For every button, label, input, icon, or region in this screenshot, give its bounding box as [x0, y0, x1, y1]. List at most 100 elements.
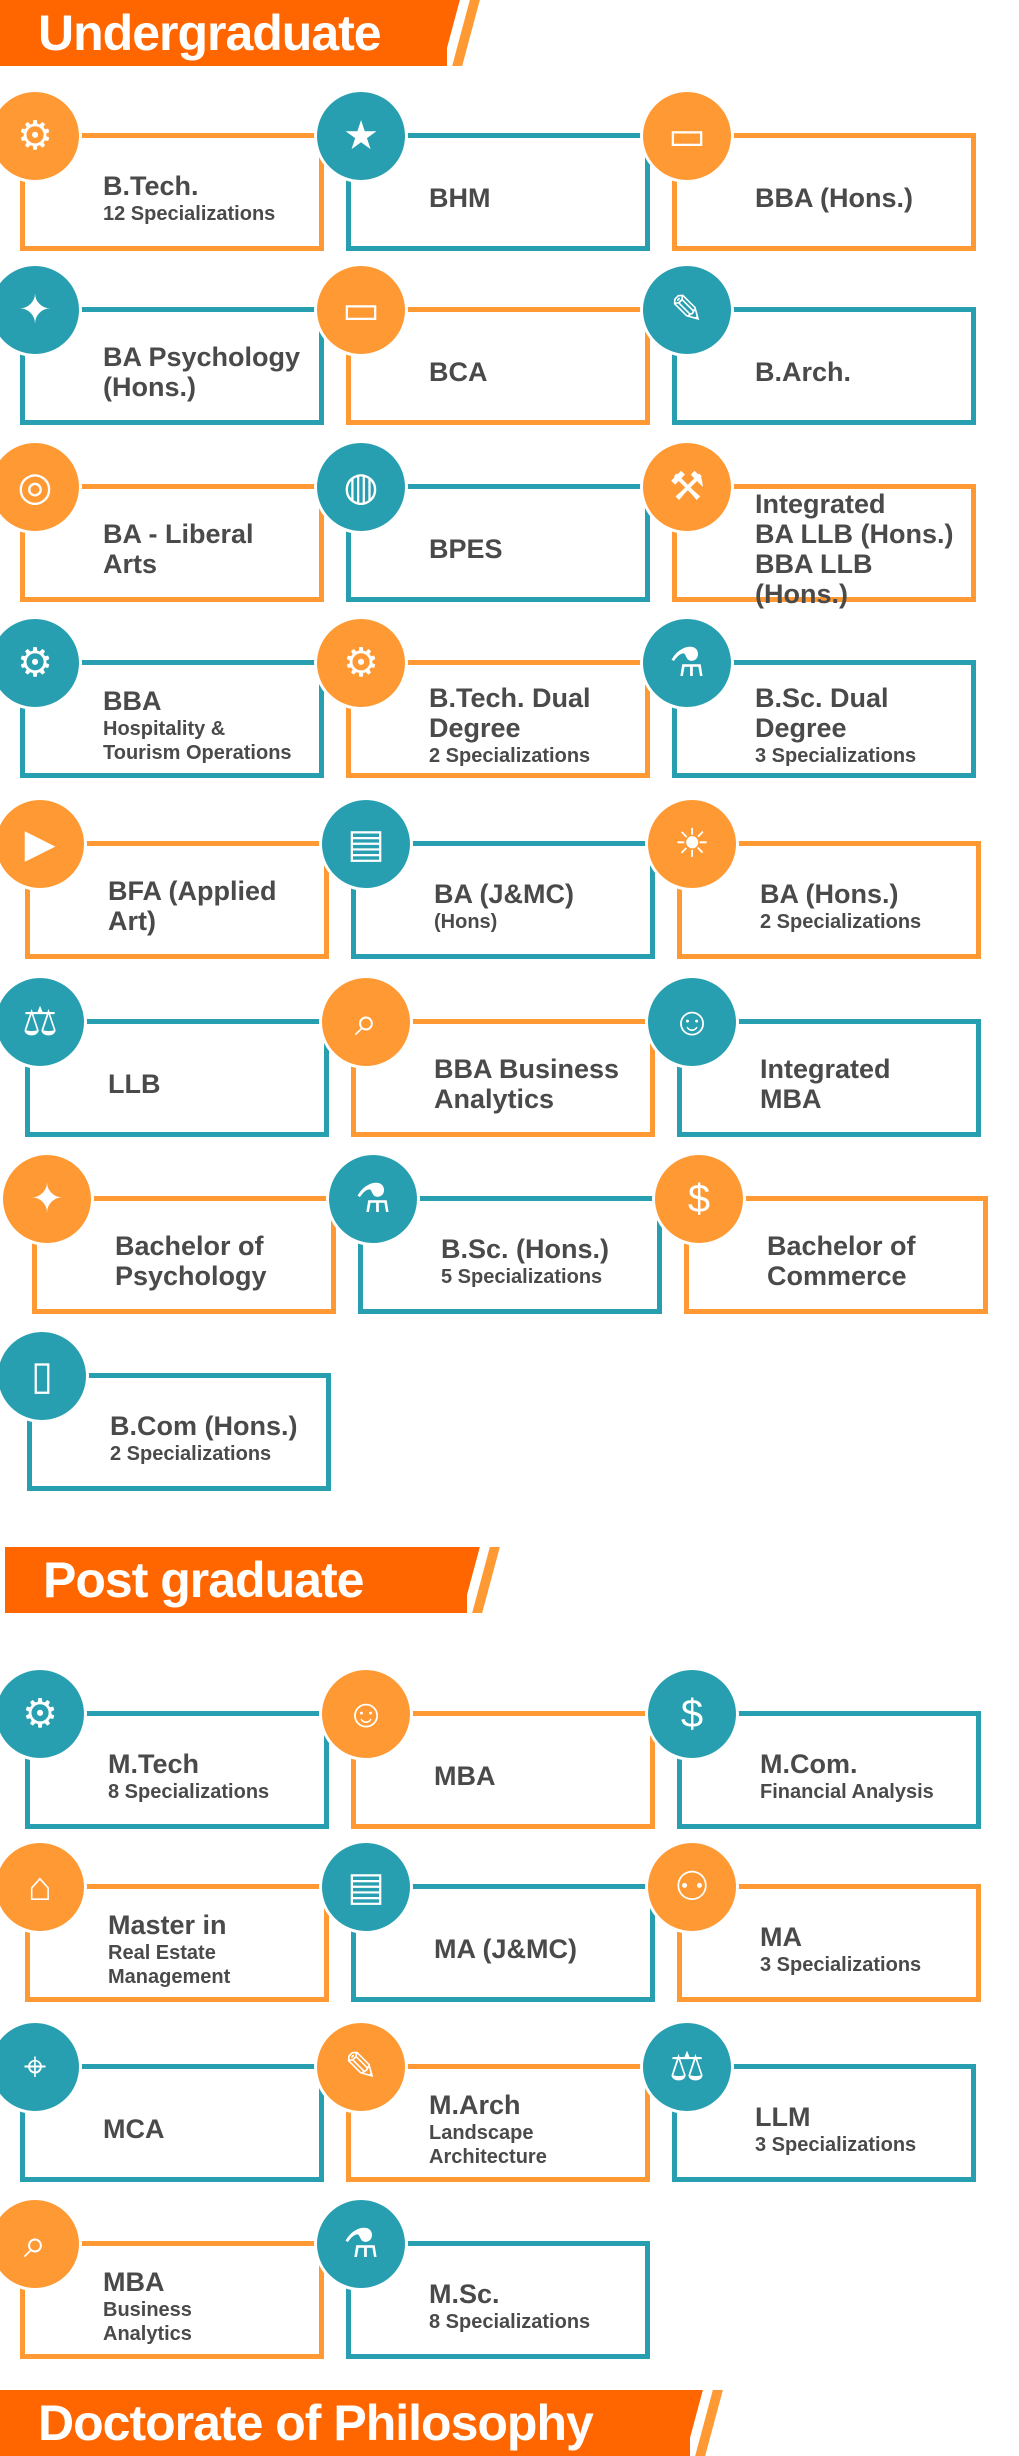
video-camera-icon: ▶ — [0, 797, 87, 891]
program-title: MBA — [434, 1761, 496, 1791]
program-title: Psychology — [115, 1261, 267, 1291]
program-title: Bachelor of — [767, 1231, 916, 1261]
program-subtitle: 12 Specializations — [103, 203, 276, 225]
program-card-text: BA (J&MC)(Hons) — [434, 864, 646, 948]
program-title: BA (J&MC) — [434, 879, 574, 909]
section-banner-doctorate: Doctorate of Philosophy — [0, 2390, 690, 2456]
lightbulb-gears-icon: ⚙ — [0, 1667, 87, 1761]
science-monitor-icon: ⚗ — [314, 2197, 408, 2291]
program-card-text: MA (J&MC) — [434, 1907, 646, 1991]
people-network-icon: ⚇ — [645, 1840, 739, 1934]
calculator-invoice-icon: $ — [652, 1152, 746, 1246]
program-subtitle: Landscape — [429, 2122, 534, 2144]
businessman-icon: ☺ — [645, 975, 739, 1069]
program-title: BA (Hons.) — [760, 879, 899, 909]
head-mind-icon: ◎ — [0, 440, 82, 534]
analytics-search-icon: ⌕ — [0, 2197, 82, 2291]
program-card[interactable]: ✎B.Arch. — [640, 263, 976, 425]
program-card[interactable]: ⚖LLB — [0, 975, 329, 1137]
program-card[interactable]: ▭ BCA — [314, 263, 650, 425]
program-card[interactable]: $M.Com.Financial Analysis — [645, 1667, 981, 1829]
program-subtitle: Hospitality & — [103, 718, 226, 740]
program-card[interactable]: ✦BA Psychology(Hons.) — [0, 263, 324, 425]
program-title: BBA LLB (Hons.) — [755, 549, 873, 609]
program-title: BCA — [429, 357, 488, 387]
program-card[interactable]: ☀BA (Hons.)2 Specializations — [645, 797, 981, 959]
program-card[interactable]: ⌖MCA — [0, 2020, 324, 2182]
program-title: M.Arch — [429, 2090, 521, 2120]
program-title: LLM — [755, 2102, 811, 2132]
program-card-text: LLB — [108, 1042, 320, 1126]
program-card[interactable]: ▯B.Com (Hons.)2 Specializations — [0, 1329, 331, 1491]
program-card-text: B.Com (Hons.)2 Specializations — [110, 1396, 322, 1480]
program-title: (Hons.) — [103, 372, 196, 402]
blueprint-pencil-icon: ✎ — [640, 263, 734, 357]
scales-hand-icon: ⚖ — [0, 975, 87, 1069]
analytics-search-icon: ⌕ — [319, 975, 413, 1069]
program-card[interactable]: ⚙B.Tech.12 Specializations — [0, 89, 324, 251]
program-title: B.Tech. Dual — [429, 683, 591, 713]
hotel-icon: ★ — [314, 89, 408, 183]
program-title: BA - Liberal — [103, 519, 254, 549]
program-card[interactable]: ◍BPES — [314, 440, 650, 602]
lightbulb-gears-icon: ⚙ — [0, 616, 82, 710]
program-card[interactable]: ⚗M.Sc.8 Specializations — [314, 2197, 650, 2359]
lightbulb-gears-icon: ⚙ — [0, 89, 82, 183]
program-card[interactable]: ▤BA (J&MC)(Hons) — [319, 797, 655, 959]
lightbulb-gears-icon: ⚙ — [314, 616, 408, 710]
head-lightbulb-icon: ☀ — [645, 797, 739, 891]
program-card[interactable]: ⚗B.Sc. (Hons.)5 Specializations — [326, 1152, 662, 1314]
program-subtitle: 2 Specializations — [429, 745, 591, 767]
scales-hand-icon: ⚖ — [640, 2020, 734, 2114]
program-card-text: B.Arch. — [755, 330, 967, 414]
program-card[interactable]: ▭BBA (Hons.) — [640, 89, 976, 251]
program-card-text: BA (Hons.)2 Specializations — [760, 864, 972, 948]
program-title: Art) — [108, 906, 156, 936]
program-card[interactable]: ☺ MBA — [319, 1667, 655, 1829]
program-card[interactable]: ▤MA (J&MC) — [319, 1840, 655, 2002]
program-title: BPES — [429, 534, 503, 564]
program-subtitle: (Hons) — [434, 911, 498, 933]
program-title: MBA — [103, 2267, 165, 2297]
businessman-icon: ☺ — [319, 1667, 413, 1761]
program-card[interactable]: ★ BHM — [314, 89, 650, 251]
program-title: BFA (Applied — [108, 876, 277, 906]
program-title: MCA — [103, 2114, 165, 2144]
section-title: Undergraduate — [38, 5, 382, 61]
program-title: B.Sc. (Hons.) — [441, 1234, 610, 1264]
gavel-icon: ⚒ — [640, 440, 734, 534]
monitor-icon: ▭ — [314, 263, 408, 357]
program-card-text: MBA — [434, 1734, 646, 1818]
program-title: Analytics — [434, 1084, 555, 1114]
science-monitor-icon: ⚗ — [640, 616, 734, 710]
program-title: BBA Business — [434, 1054, 620, 1084]
program-title: BHM — [429, 183, 491, 213]
program-title: MA (J&MC) — [434, 1934, 577, 1964]
program-title: Degree — [429, 713, 521, 743]
program-subtitle: 3 Specializations — [755, 745, 917, 767]
